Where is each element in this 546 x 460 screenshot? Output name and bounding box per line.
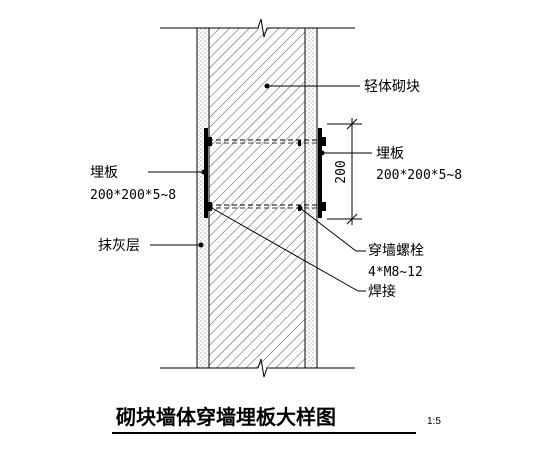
- drawing-scale: 1:5: [427, 416, 441, 427]
- label-plate-left-spec: 200*200*5~8: [90, 188, 176, 203]
- label-block: 轻体砌块: [364, 79, 420, 95]
- plaster-layer-left: [197, 28, 209, 368]
- block-core: [209, 28, 305, 368]
- leader-bolt: [297, 205, 366, 252]
- label-plate-right-spec: 200*200*5~8: [376, 168, 462, 183]
- plaster-layer-right: [305, 28, 317, 368]
- embedded-plate-right: [318, 128, 322, 218]
- leader-weld: [207, 204, 366, 292]
- label-weld: 焊接: [368, 283, 396, 300]
- label-plate-right-name: 埋板: [376, 146, 404, 162]
- leader-plate-right: [319, 150, 372, 156]
- leader-plaster: [150, 242, 204, 248]
- dimension-value: 200: [334, 160, 349, 183]
- dimension-200: [327, 118, 362, 225]
- label-bolt-name: 穿墙螺栓: [368, 243, 424, 259]
- leader-plate-left: [148, 169, 207, 175]
- break-line-top: [160, 18, 355, 38]
- label-plaster: 抹灰层: [98, 238, 140, 254]
- label-bolt-spec: 4*M8~12: [368, 265, 423, 280]
- break-line-bottom: [160, 358, 355, 378]
- leader-block: [264, 83, 360, 89]
- drawing-title: 砌块墙体穿墙埋板大样图: [116, 405, 336, 429]
- label-plate-left-name: 埋板: [90, 165, 118, 181]
